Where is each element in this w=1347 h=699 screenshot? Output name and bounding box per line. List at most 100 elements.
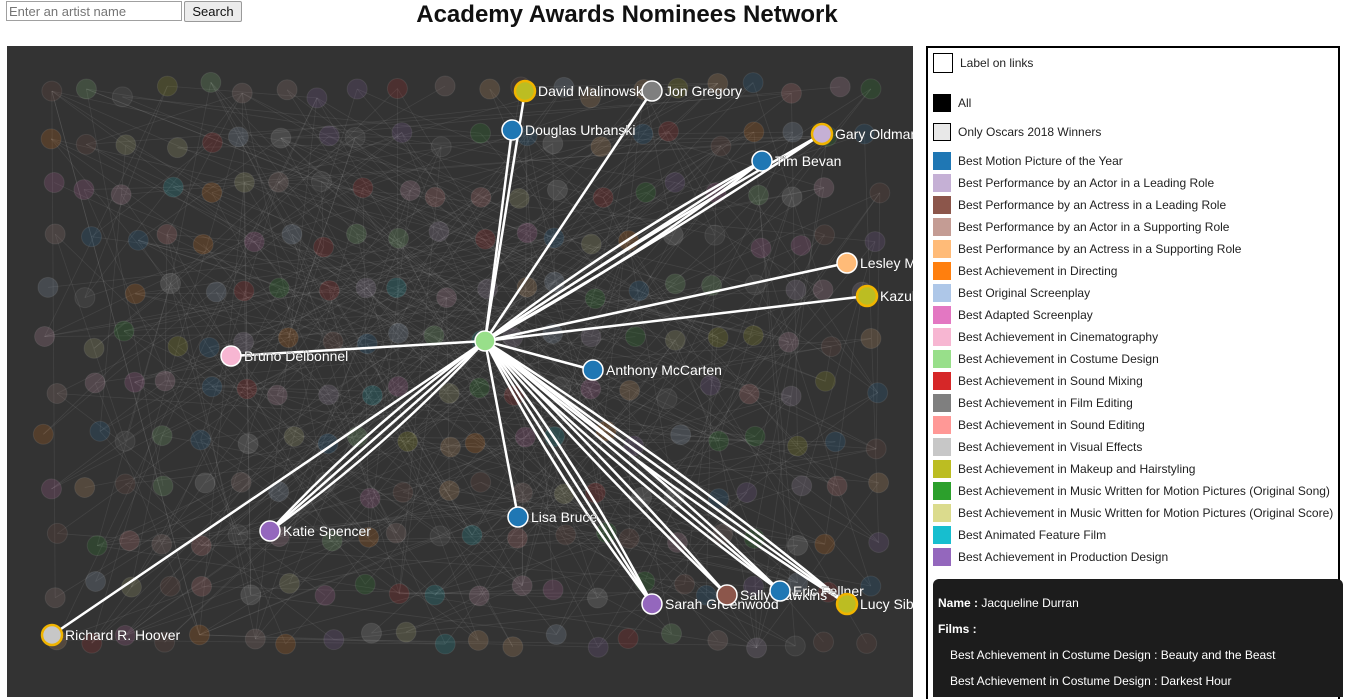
background-node [671,425,691,445]
node-circle[interactable] [752,151,772,171]
node-kazuhiro-tsuji[interactable]: Kazuhiro Tsuji [857,286,913,306]
node-circle[interactable] [508,507,528,527]
node-gary-oldman[interactable]: Gary Oldman [812,124,913,144]
legend-item[interactable]: Best Animated Feature Film [933,526,1106,544]
legend-swatch [933,460,951,478]
node-tim-bevan[interactable]: Tim Bevan [752,151,841,171]
filter-all-label: All [958,96,971,110]
selected-node[interactable] [475,331,495,351]
node-label: Richard R. Hoover [65,627,180,643]
node-circle[interactable] [642,594,662,614]
legend-item[interactable]: Best Achievement in Cinematography [933,328,1158,346]
background-node [279,573,299,593]
background-node [543,580,563,600]
legend-item[interactable]: Best Performance by an Actress in a Supp… [933,240,1241,258]
background-node [33,424,53,444]
background-node [618,629,638,649]
background-node [783,122,803,142]
node-label: Tim Bevan [775,153,841,169]
background-node [319,280,339,300]
search-button[interactable]: Search [184,1,242,22]
search-input[interactable] [6,1,182,21]
background-node [238,434,258,454]
node-circle[interactable] [42,625,62,645]
background-node [356,278,376,298]
node-katie-spencer[interactable]: Katie Spencer [260,521,371,541]
background-node [861,329,881,349]
legend-item[interactable]: Best Achievement in Directing [933,262,1117,280]
background-link [95,383,162,544]
legend-item[interactable]: Best Achievement in Music Written for Mo… [933,504,1333,522]
node-label: Lisa Bruce [531,509,597,525]
background-node [35,326,55,346]
background-node [711,136,731,156]
background-node [821,337,841,357]
background-node [319,385,339,405]
node-label: Kazuhiro Tsuji [880,288,913,304]
background-node [81,227,101,247]
node-circle[interactable] [583,360,603,380]
legend-item-label: Best Achievement in Film Editing [958,396,1133,410]
legend-item[interactable]: Best Achievement in Production Design [933,548,1168,566]
filter-winners[interactable]: Only Oscars 2018 Winners [933,123,1101,141]
background-node [276,634,296,654]
background-node [751,238,771,258]
background-node [278,328,298,348]
background-node [785,636,805,656]
node-jon-gregory[interactable]: Jon Gregory [642,81,742,101]
background-node [581,234,601,254]
checkbox-icon[interactable] [933,53,953,73]
legend-item[interactable]: Best Achievement in Sound Mixing [933,372,1143,390]
node-circle[interactable] [812,124,832,144]
legend-item[interactable]: Best Achievement in Music Written for Mo… [933,482,1330,500]
background-node [747,638,767,658]
background-node [157,76,177,96]
node-circle[interactable] [502,120,522,140]
node-circle[interactable] [515,81,535,101]
legend-item[interactable]: Best Performance by an Actress in a Lead… [933,196,1226,214]
background-node [87,536,107,556]
legend-item-label: Best Achievement in Music Written for Mo… [958,484,1330,498]
node-circle[interactable] [770,581,790,601]
background-node [157,224,177,244]
legend-item-label: Best Animated Feature Film [958,528,1106,542]
legend-item[interactable]: Best Achievement in Film Editing [933,394,1133,412]
legend-item[interactable]: Best Achievement in Makeup and Hairstyli… [933,460,1195,478]
node-circle[interactable] [717,585,737,605]
legend-item-label: Best Achievement in Makeup and Hairstyli… [958,462,1195,476]
background-node [868,383,888,403]
node-circle[interactable] [837,594,857,614]
node-circle[interactable] [857,286,877,306]
legend-item[interactable]: Best Achievement in Sound Editing [933,416,1145,434]
background-node [85,373,105,393]
legend-item[interactable]: Best Achievement in Costume Design [933,350,1159,368]
node-circle[interactable] [642,81,662,101]
filter-all[interactable]: All [933,94,971,112]
info-film-item: Best Achievement in Costume Design : Dar… [950,674,1231,688]
node-circle[interactable] [221,346,241,366]
legend-item[interactable]: Best Performance by an Actor in a Leadin… [933,174,1214,192]
label-on-links-toggle[interactable]: Label on links [933,53,1033,73]
node-lisa-bruce[interactable]: Lisa Bruce [508,507,597,527]
node-lesley-manville[interactable]: Lesley Manville [837,253,913,273]
background-node [739,384,759,404]
legend-item-label: Best Original Screenplay [958,286,1090,300]
background-node [827,476,847,496]
legend-item[interactable]: Best Performance by an Actor in a Suppor… [933,218,1229,236]
legend-swatch [933,94,951,112]
background-node [475,229,495,249]
background-node [708,327,728,347]
legend-item[interactable]: Best Original Screenplay [933,284,1090,302]
node-david-malinowski[interactable]: David Malinowski [515,81,646,101]
node-circle[interactable] [837,253,857,273]
legend-swatch [933,504,951,522]
legend-item[interactable]: Best Motion Picture of the Year [933,152,1123,170]
legend-item[interactable]: Best Achievement in Visual Effects [933,438,1142,456]
background-node [861,79,881,99]
node-lucy-sibbick[interactable]: Lucy Sibbick [837,594,913,614]
node-circle[interactable] [260,521,280,541]
legend-item[interactable]: Best Adapted Screenplay [933,306,1093,324]
node-anthony-mccarten[interactable]: Anthony McCarten [583,360,722,380]
